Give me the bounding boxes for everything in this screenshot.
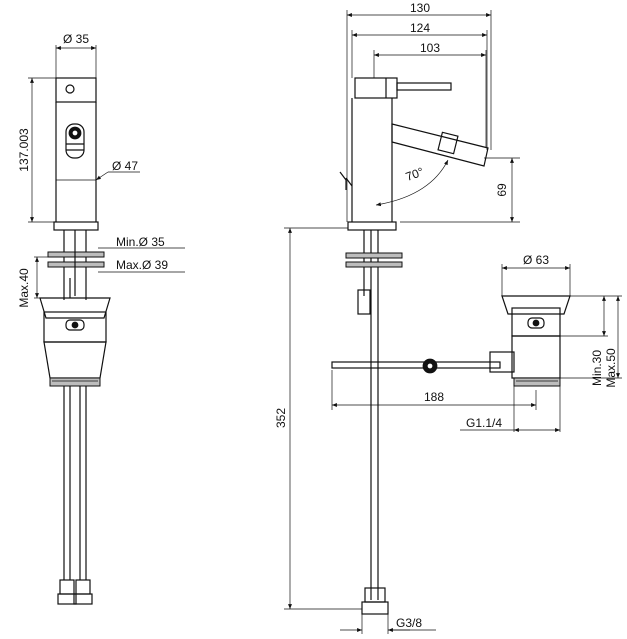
popup-rod xyxy=(331,361,501,369)
dim-overall-length: 352 xyxy=(274,408,288,428)
popup-knob xyxy=(339,171,353,190)
dim-deck-max: Max.40 xyxy=(17,268,31,308)
dim-spout-height: 69 xyxy=(495,183,509,197)
dim-hole-min: Min.Ø 35 xyxy=(116,235,165,249)
base-front xyxy=(347,221,397,231)
lever-handle xyxy=(396,82,452,91)
hose-nut-left xyxy=(59,579,75,595)
dim-body-height: 137.003 xyxy=(17,128,31,172)
waste-assembly-view: Ø 63 188 G1.1/4 Min.30 Max.50 xyxy=(331,253,622,432)
waste-flange-right xyxy=(501,295,571,315)
dim-lever-reach: 103 xyxy=(420,41,440,55)
dim-waste-min: Min.30 xyxy=(590,350,604,386)
waste-flange xyxy=(39,297,111,319)
bidet-spout xyxy=(391,123,489,167)
connector-nut xyxy=(364,587,386,603)
dim-base-diameter: Ø 47 xyxy=(112,159,138,173)
fixing-washer-front xyxy=(345,252,403,259)
dim-swivel-angle: 70° xyxy=(404,164,426,183)
dim-waste-thread: G1.1/4 xyxy=(466,416,502,430)
waste-thread-right xyxy=(513,377,561,387)
hose-nut-right xyxy=(75,579,91,595)
side-view: Ø 35 137.003 Ø 47 Min.Ø 35 Max.Ø 39 Max.… xyxy=(17,32,185,605)
dim-spout-diameter: Ø 35 xyxy=(63,32,89,46)
dim-waste-diameter: Ø 63 xyxy=(523,253,549,267)
rod-housing xyxy=(489,351,515,373)
front-view: 70° 130 124 103 69 352 xyxy=(274,1,520,634)
spout-front xyxy=(65,123,85,159)
dim-spout-reach: 124 xyxy=(410,21,430,35)
cap-indicator xyxy=(65,84,75,94)
base-ring xyxy=(53,221,99,231)
mixer-cap xyxy=(55,77,97,103)
rod-clip xyxy=(357,289,371,315)
waste-thread xyxy=(49,377,101,387)
dim-hole-max: Max.Ø 39 xyxy=(116,258,168,272)
dim-rod-length: 188 xyxy=(424,390,444,404)
dim-overall-width: 130 xyxy=(410,1,430,15)
fixing-washer xyxy=(47,251,105,258)
mixer-cap-front xyxy=(354,77,398,99)
dim-waste-max: Max.50 xyxy=(604,348,618,388)
dim-connection-thread: G3/8 xyxy=(396,616,422,630)
